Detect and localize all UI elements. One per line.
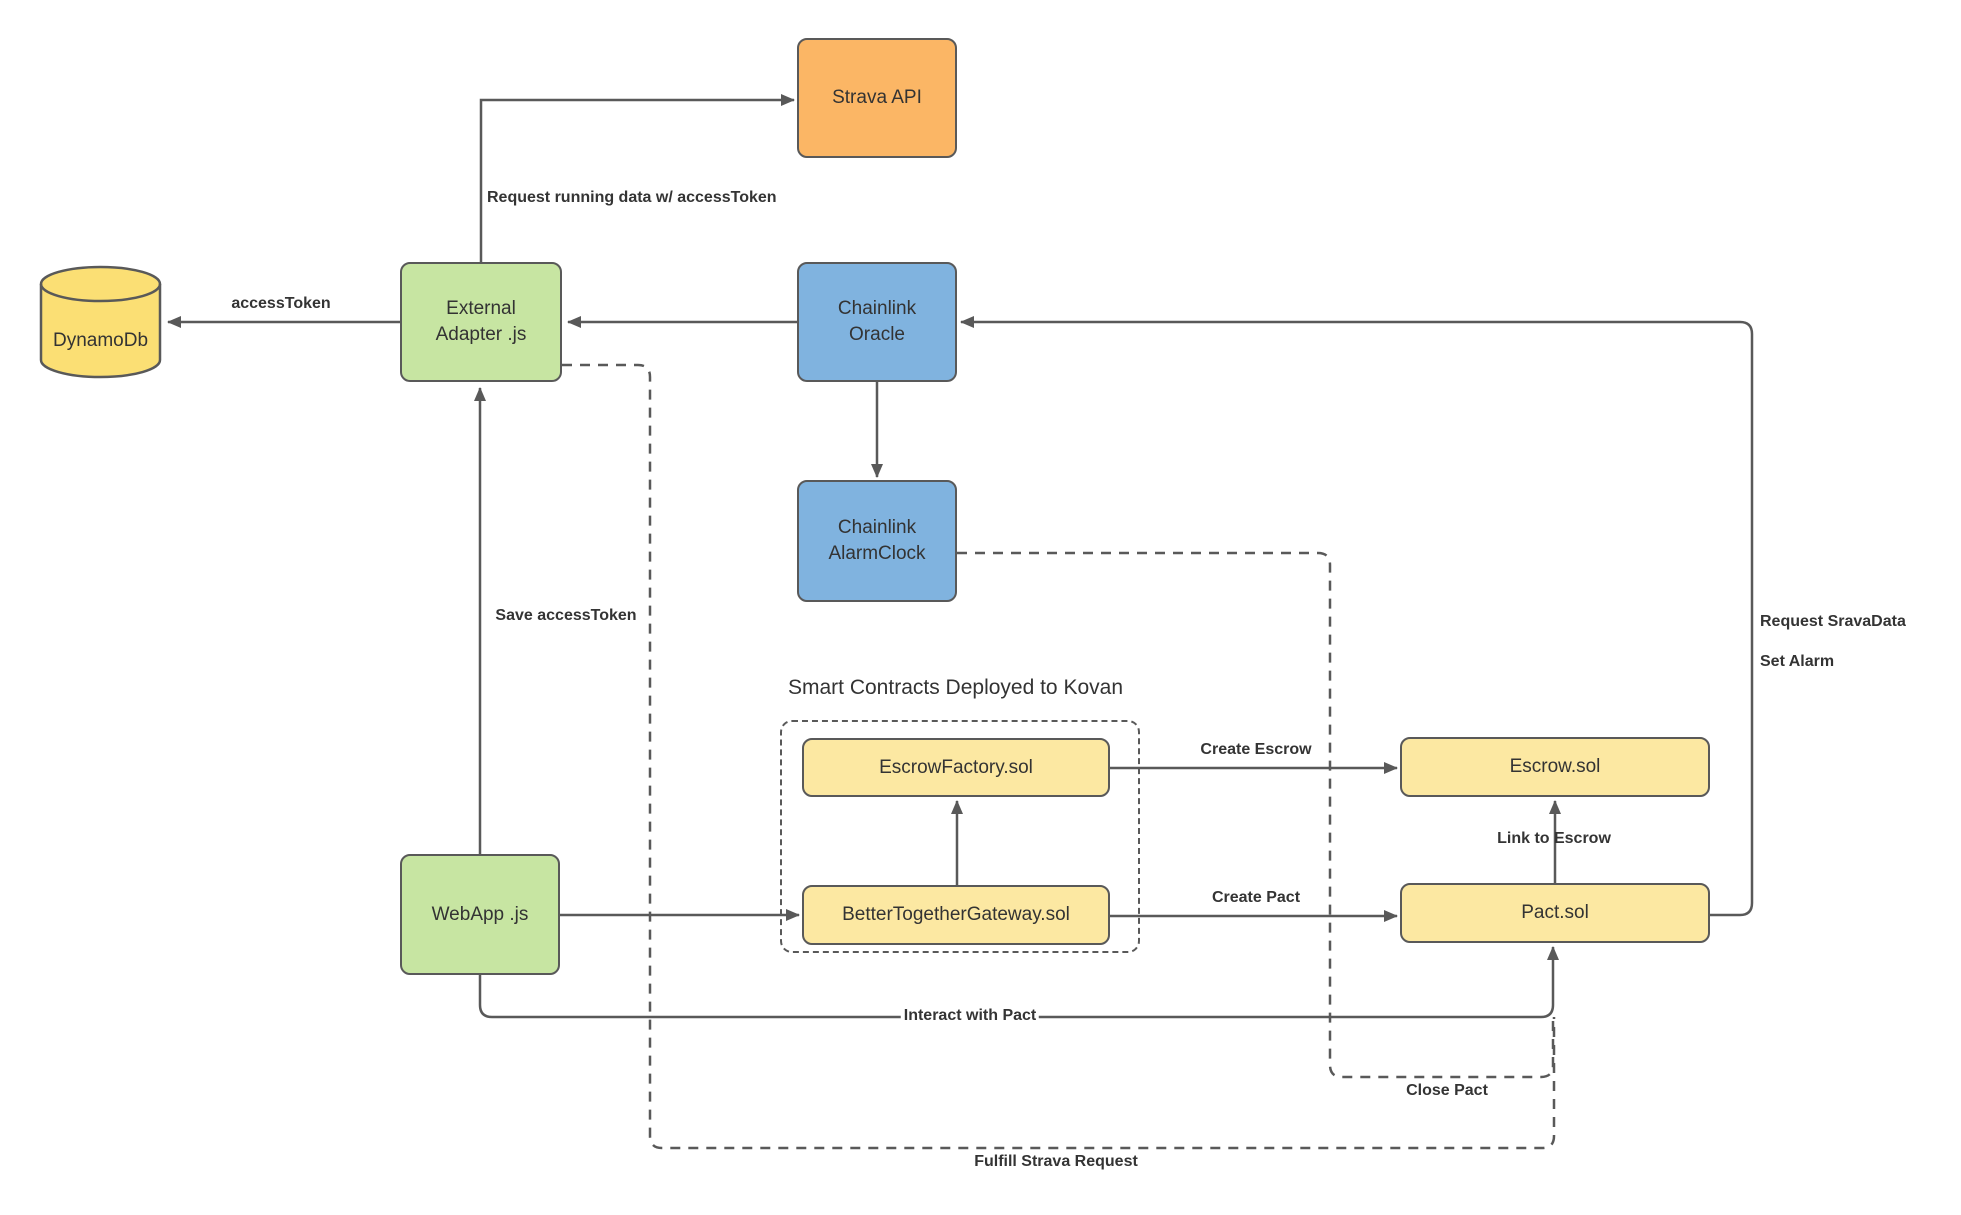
label-close-pact: Close Pact <box>1406 1082 1488 1099</box>
edge-close-pact <box>957 551 1555 1079</box>
label-set-alarm: Set Alarm <box>1760 653 1835 670</box>
cylinder-shape <box>39 265 162 379</box>
node-webapp[interactable]: WebApp .js <box>400 854 560 975</box>
node-chainlink-oracle[interactable]: Chainlink Oracle <box>797 262 957 382</box>
node-pact-label: Pact.sol <box>1521 902 1589 924</box>
label-interact-with-pact: Interact with Pact <box>900 1007 1040 1025</box>
label-access-token: accessToken <box>231 295 331 312</box>
node-chainlink-alarmclock[interactable]: Chainlink AlarmClock <box>797 480 957 602</box>
node-better-together-gateway[interactable]: BetterTogetherGateway.sol <box>802 885 1110 945</box>
node-external-adapter-label: External Adapter .js <box>435 298 527 345</box>
label-fulfill-strava-request: Fulfill Strava Request <box>974 1153 1138 1170</box>
node-escrow-label: Escrow.sol <box>1509 756 1601 778</box>
node-chainlink-alarmclock-label: Chainlink AlarmClock <box>828 517 926 564</box>
kovan-group-container <box>780 720 1140 953</box>
node-dynamodb[interactable]: DynamoDb <box>39 264 162 380</box>
node-escrow-factory-label: EscrowFactory.sol <box>879 756 1033 778</box>
node-chainlink-oracle-label: Chainlink Oracle <box>837 298 917 345</box>
node-pact[interactable]: Pact.sol <box>1400 883 1710 943</box>
label-create-pact: Create Pact <box>1211 889 1301 906</box>
node-escrow[interactable]: Escrow.sol <box>1400 737 1710 797</box>
edge-fulfill-strava-request <box>562 363 1556 1150</box>
node-strava-api[interactable]: Strava API <box>797 38 957 158</box>
kovan-group-title: Smart Contracts Deployed to Kovan <box>788 676 1123 699</box>
label-save-access-token: Save accessToken <box>495 607 637 624</box>
label-create-escrow: Create Escrow <box>1200 741 1312 758</box>
node-dynamodb-label: DynamoDb <box>52 330 149 351</box>
label-request-running-data: Request running data w/ accessToken <box>487 189 777 206</box>
node-external-adapter[interactable]: External Adapter .js <box>400 262 562 382</box>
node-better-together-gateway-label: BetterTogetherGateway.sol <box>842 904 1070 926</box>
label-link-to-escrow: Link to Escrow <box>1497 830 1611 847</box>
node-strava-api-label: Strava API <box>832 87 922 109</box>
node-escrow-factory[interactable]: EscrowFactory.sol <box>802 738 1110 797</box>
label-request-srava-data: Request SravaData <box>1760 613 1906 630</box>
edge-request-running-data <box>479 94 795 262</box>
edge-pact-to-oracle <box>960 316 1754 917</box>
node-webapp-label: WebApp .js <box>431 903 529 925</box>
